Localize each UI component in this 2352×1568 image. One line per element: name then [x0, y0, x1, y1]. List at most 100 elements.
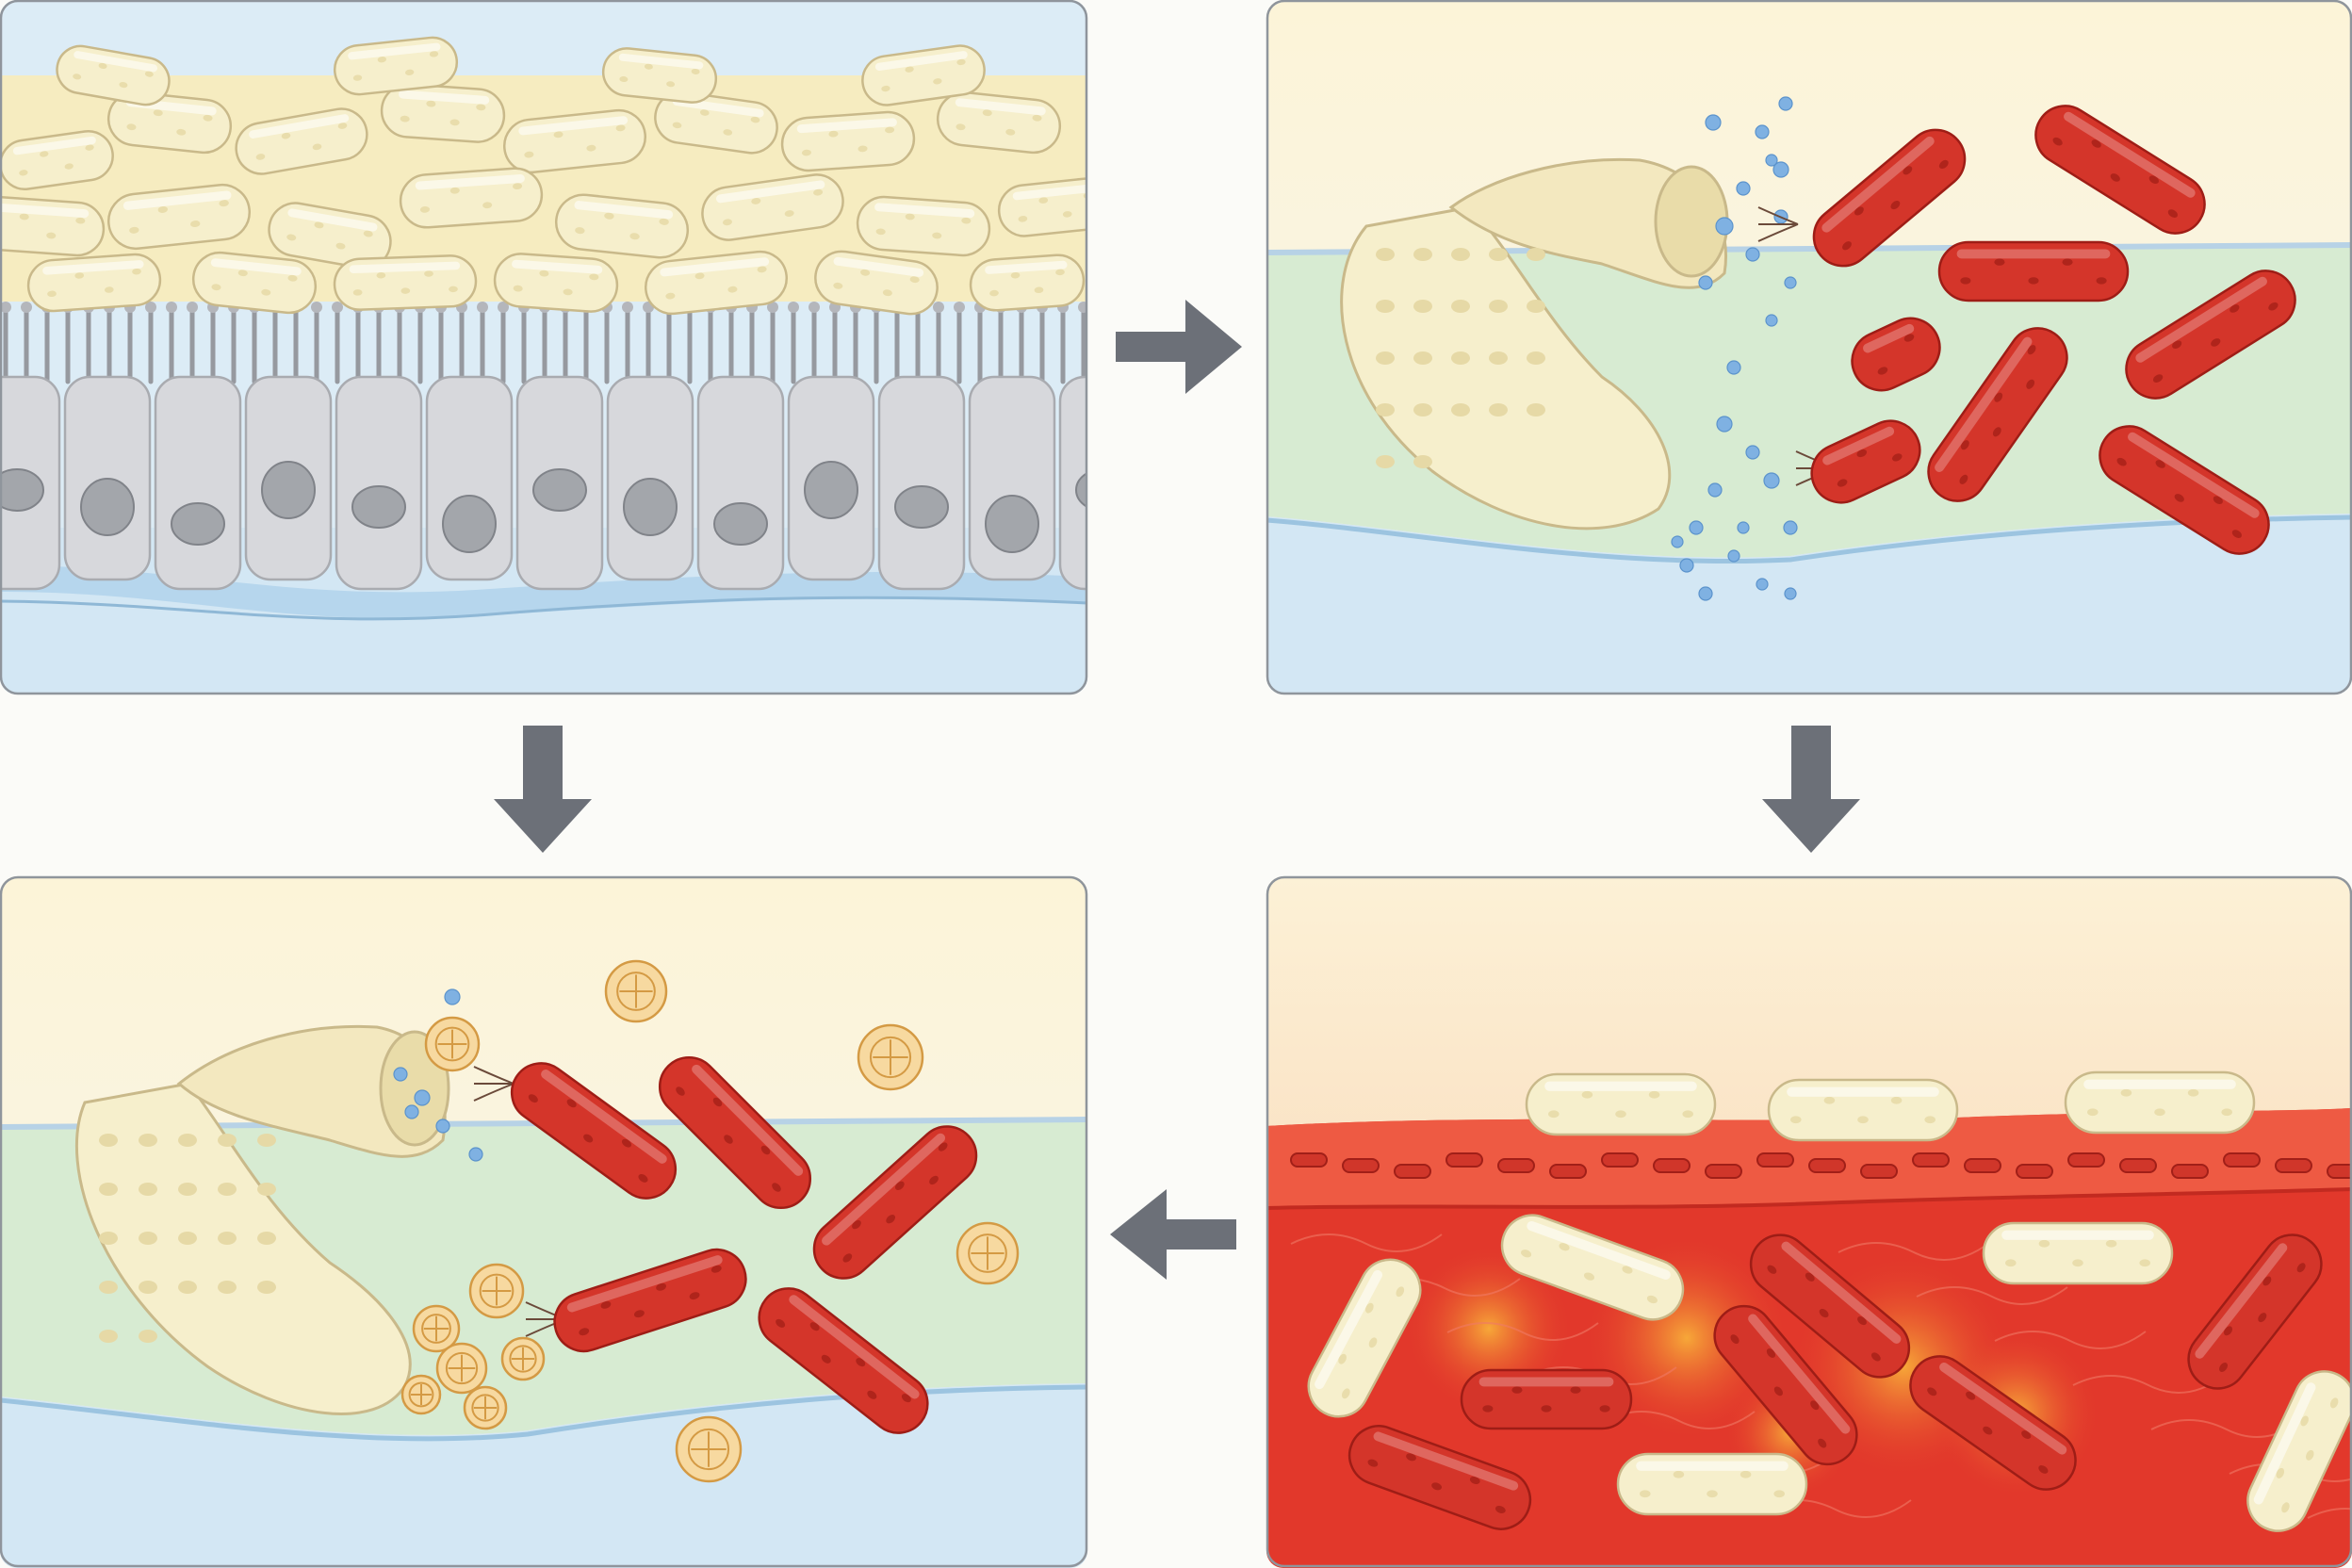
immune-cell: [857, 1023, 924, 1091]
immune-cell: [675, 1415, 743, 1483]
pathogen-bacterium: [2125, 270, 2296, 400]
immune-cell: [500, 1336, 546, 1381]
tissue-fiber: [2307, 1508, 2352, 1527]
epithelial-cell: [877, 375, 966, 591]
immune-cell: [956, 1221, 1020, 1285]
droplet: [1783, 520, 1798, 535]
panel-immune-response: [0, 876, 1087, 1568]
flagellum: [1757, 223, 1799, 242]
immune-cell: [463, 1385, 508, 1430]
epithelial-cell: [425, 375, 514, 581]
droplet: [1698, 275, 1713, 290]
droplet: [1745, 445, 1760, 460]
cell-nucleus: [804, 461, 858, 519]
tissue-fiber: [1994, 1331, 2147, 1349]
inflamed-scene: [1290, 1070, 2352, 1532]
commensal-bacterium: [333, 254, 478, 311]
droplet: [468, 1147, 483, 1162]
epithelial-nucleus: [1756, 1152, 1794, 1168]
droplet: [1705, 114, 1722, 131]
epithelial-nucleus: [1705, 1164, 1742, 1179]
tissue-fiber: [1446, 1322, 1599, 1341]
droplet: [1737, 521, 1750, 534]
commensal-bacterium: [601, 47, 718, 104]
epithelial-cell-layer: [0, 375, 1087, 591]
droplet: [1772, 161, 1789, 178]
droplet: [1726, 360, 1741, 375]
commensal-bacterium: [1307, 1258, 1422, 1418]
pathogen-bacterium: [1348, 1425, 1532, 1530]
cell-nucleus: [171, 502, 225, 546]
flagellum: [1757, 206, 1799, 225]
droplet: [435, 1119, 450, 1134]
panel-inflamed-tissue: [1266, 876, 2352, 1568]
immune-cell: [412, 1304, 461, 1353]
panel-frame: [0, 875, 1088, 1568]
epithelial-nucleus: [1808, 1158, 1846, 1173]
droplet: [404, 1104, 419, 1119]
cell-nucleus: [351, 485, 406, 529]
epithelial-cell: [0, 375, 61, 591]
epithelial-nucleus: [1860, 1164, 1898, 1179]
commensal-bacterium: [1500, 1214, 1685, 1321]
pathogen-bacterium: [553, 1248, 747, 1353]
commensal-bacterium: [56, 44, 171, 106]
immune-scene: [75, 959, 1020, 1483]
epithelial-nucleus: [1912, 1152, 1950, 1168]
arrow-left-icon: [1110, 1189, 1236, 1280]
arrow-down-icon: [494, 726, 592, 853]
immune-cell: [435, 1342, 488, 1395]
engulfing-commensal: [1340, 157, 1729, 531]
cell-nucleus: [985, 495, 1039, 553]
panel-bacterial-invasion: [1266, 0, 2352, 694]
panel-frame: [1266, 875, 2352, 1568]
pathogen-bacterium: [1810, 419, 1921, 504]
immune-cell: [424, 1016, 481, 1072]
tissue-line: [0, 596, 1087, 621]
cell-nucleus: [894, 485, 949, 529]
cell-nucleus: [713, 502, 768, 546]
epithelial-nucleus: [2067, 1152, 2105, 1168]
epithelial-nucleus: [1497, 1158, 1535, 1173]
epithelial-band: [1266, 1108, 2352, 1208]
basement-membrane: [1266, 514, 2352, 564]
tissue-fiber: [1838, 1242, 1990, 1261]
commensal-bacterium: [268, 202, 392, 270]
tissue-fiber: [1290, 1233, 1443, 1252]
droplet: [1727, 549, 1740, 563]
commensal-bacterium: [26, 253, 162, 313]
droplet: [1784, 587, 1797, 600]
commensal-bacterium: [0, 195, 106, 257]
epithelial-nucleus: [1601, 1152, 1639, 1168]
droplet: [1679, 558, 1694, 573]
droplet: [1778, 96, 1793, 111]
epithelial-nucleus: [2119, 1158, 2157, 1173]
commensal-bacterium: [107, 183, 251, 251]
flagellum: [473, 1083, 514, 1102]
epithelial-nucleus: [1290, 1152, 1328, 1168]
cell-nucleus: [1075, 468, 1087, 512]
pathogen-bacterium: [758, 1287, 929, 1434]
commensal-bacterium: [2064, 1070, 2256, 1135]
epithelial-nucleus: [2275, 1158, 2312, 1173]
cell-nucleus: [0, 468, 44, 512]
commensal-bacteria-cluster: [0, 36, 1087, 316]
commensal-bacterium: [380, 83, 506, 143]
droplet: [1745, 247, 1760, 262]
commensal-bacterium: [856, 195, 991, 257]
droplet: [1698, 586, 1713, 601]
pathogen-bacterium: [2034, 105, 2206, 235]
commensal-bacterium: [0, 130, 114, 190]
immune-cell: [604, 959, 668, 1023]
droplet: [1671, 535, 1684, 548]
commensal-bacterium: [493, 253, 619, 313]
droplet: [444, 988, 461, 1005]
tissue-fiber: [1916, 1286, 2068, 1305]
droplet: [1756, 578, 1769, 591]
droplet: [1765, 154, 1778, 167]
epithelial-cell: [787, 375, 875, 581]
droplet: [1707, 482, 1723, 498]
droplet: [1784, 276, 1797, 289]
pathogen-bacterium: [1909, 1355, 2077, 1491]
cell-nucleus: [623, 478, 678, 536]
